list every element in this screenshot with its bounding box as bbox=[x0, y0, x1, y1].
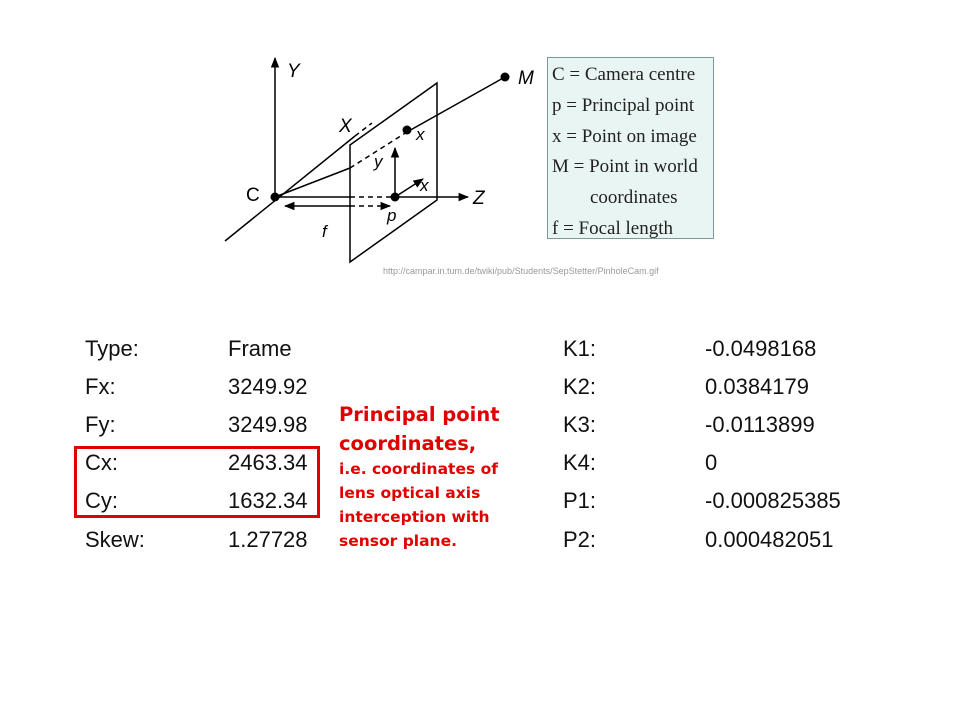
projection-ray-dashed bbox=[349, 131, 408, 169]
annotation-title-line1: Principal point bbox=[339, 403, 500, 426]
param-name-fx: Fx: bbox=[85, 374, 116, 399]
y-axis-label: Y bbox=[287, 61, 301, 82]
legend-item: p = Principal point bbox=[552, 94, 695, 116]
param-value-cx: 2463.34 bbox=[228, 450, 308, 475]
param-name-k1: K1: bbox=[563, 336, 597, 361]
principal-point-annotation: Principal point coordinates, i.e. coordi… bbox=[339, 400, 539, 554]
param-value-k3: -0.0113899 bbox=[705, 412, 815, 437]
legend-item: f = Focal length bbox=[552, 217, 673, 239]
annotation-body-line: sensor plane. bbox=[339, 532, 457, 550]
param-value-p2: 0.000482051 bbox=[705, 527, 834, 552]
param-value-k2: 0.0384179 bbox=[705, 374, 809, 399]
projection-ray bbox=[274, 167, 351, 198]
param-name-fy: Fy: bbox=[85, 412, 116, 437]
param-name-skew: Skew: bbox=[85, 527, 145, 552]
x-axis-line bbox=[224, 135, 356, 242]
param-name-cx: Cx: bbox=[85, 450, 118, 475]
param-value-fx: 3249.92 bbox=[228, 374, 308, 399]
annotation-body-line: lens optical axis bbox=[339, 484, 481, 502]
annotation-body-line: interception with bbox=[339, 508, 490, 526]
param-name-p1: P1: bbox=[563, 488, 597, 513]
world-point-label: M bbox=[518, 68, 534, 89]
legend-item: x = Point on image bbox=[552, 125, 697, 147]
param-value-p1: -0.000825385 bbox=[705, 488, 841, 513]
focal-length-label: f bbox=[322, 222, 329, 241]
source-url: http://campar.in.tum.de/twiki/pub/Studen… bbox=[383, 266, 659, 276]
param-name-k3: K3: bbox=[563, 412, 597, 437]
image-x-label: x bbox=[419, 176, 429, 195]
param-value-k4: 0 bbox=[705, 450, 718, 475]
principal-point-label: p bbox=[386, 206, 396, 225]
image-point-label: x bbox=[415, 125, 425, 144]
legend-box: C = Camera centre p = Principal point x … bbox=[547, 57, 714, 239]
camera-centre-point bbox=[270, 192, 280, 202]
annotation-title-line2: coordinates, bbox=[339, 432, 477, 455]
param-name-type: Type: bbox=[85, 336, 139, 361]
x-axis-line-dashed bbox=[354, 122, 373, 137]
x-axis-label: X bbox=[338, 116, 353, 137]
image-y-label: y bbox=[373, 152, 384, 171]
projection-ray-far bbox=[406, 76, 506, 133]
world-point bbox=[500, 72, 510, 82]
principal-point bbox=[390, 192, 400, 202]
pinhole-camera-diagram: Y X Z C M x y x p f bbox=[224, 56, 534, 264]
param-name-k4: K4: bbox=[563, 450, 597, 475]
param-name-cy: Cy: bbox=[85, 488, 118, 513]
param-value-fy: 3249.98 bbox=[228, 412, 308, 437]
annotation-body-line: i.e. coordinates of bbox=[339, 460, 498, 478]
param-name-k2: K2: bbox=[563, 374, 597, 399]
param-value-type: Frame bbox=[228, 336, 292, 361]
legend-item: M = Point in world bbox=[552, 156, 698, 178]
param-value-skew: 1.27728 bbox=[228, 527, 308, 552]
camera-centre-label: C bbox=[246, 185, 260, 206]
image-x-axis bbox=[394, 178, 424, 198]
z-axis-label: Z bbox=[472, 188, 486, 209]
param-value-k1: -0.0498168 bbox=[705, 336, 817, 361]
principal-point-highlight-box bbox=[74, 446, 320, 518]
param-value-cy: 1632.34 bbox=[228, 488, 308, 513]
legend-item: coordinates bbox=[590, 187, 678, 209]
param-name-p2: P2: bbox=[563, 527, 597, 552]
image-point bbox=[402, 125, 412, 135]
legend-item: C = Camera centre bbox=[552, 64, 696, 85]
image-plane bbox=[349, 81, 438, 264]
